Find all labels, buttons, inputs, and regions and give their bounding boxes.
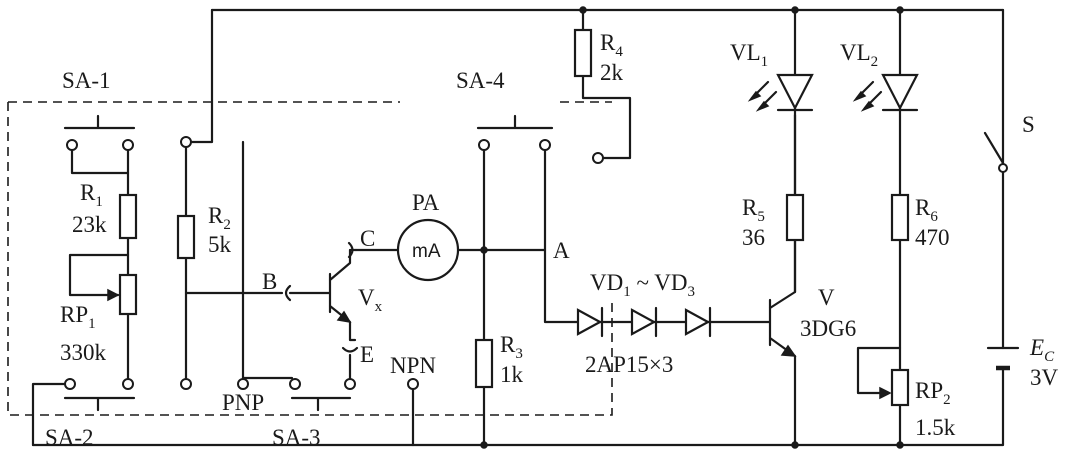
label-node-a: A <box>553 238 570 263</box>
label-r4: R4 <box>600 30 623 60</box>
label-rp1: RP1 <box>60 302 96 332</box>
label-r6: R6 <box>915 195 938 225</box>
potentiometer-rp2 <box>879 368 910 407</box>
label-vl1: VL1 <box>730 40 768 70</box>
resistor-r2 <box>176 214 196 260</box>
label-r3: R3 <box>500 332 523 362</box>
label-battery: EC <box>1029 335 1055 365</box>
resistor-r3 <box>474 338 494 389</box>
label-pa: PA <box>412 190 440 215</box>
value-r1: 23k <box>72 212 107 237</box>
value-r5: 36 <box>742 225 765 250</box>
label-npn: NPN <box>390 353 436 378</box>
label-diode-range: VD1 ~ VD3 <box>590 270 695 300</box>
wiring <box>31 6 1005 449</box>
label-v: V <box>818 285 835 310</box>
label-sa3: SA-3 <box>272 425 321 450</box>
label-sa4: SA-4 <box>456 68 505 93</box>
resistor-r1 <box>118 193 138 240</box>
label-r1: R1 <box>80 180 103 210</box>
resistor-r6 <box>890 193 910 242</box>
label-r5: R5 <box>742 195 765 225</box>
label-vx: Vx <box>358 285 383 315</box>
switch-sa3[interactable] <box>237 378 356 412</box>
value-r6: 470 <box>915 225 950 250</box>
label-ma: mA <box>412 241 441 262</box>
switch-group-outline <box>7 101 613 416</box>
value-rp1: 330k <box>60 340 107 365</box>
value-r3: 1k <box>500 362 524 387</box>
v-emitter-arrow <box>780 344 797 357</box>
label-vl2: VL2 <box>840 40 878 70</box>
label-s: S <box>1022 112 1035 137</box>
switch-sa4[interactable] <box>407 114 604 390</box>
switch-sa1[interactable] <box>63 114 192 151</box>
label-diode-part: 2AP15×3 <box>585 352 673 377</box>
value-r4: 2k <box>600 60 624 85</box>
led-vl2 <box>852 73 919 112</box>
resistor-r5 <box>785 193 805 242</box>
switch-s[interactable] <box>998 163 1008 173</box>
value-battery: 3V <box>1030 365 1059 390</box>
ammeter-pa <box>396 218 460 282</box>
label-terminal-b: B <box>262 269 277 294</box>
value-rp2: 1.5k <box>915 415 956 440</box>
label-rp2: RP2 <box>915 378 951 408</box>
terminal-e-hook <box>341 346 359 353</box>
label-terminal-c: C <box>360 226 375 251</box>
value-r2: 5k <box>208 232 232 257</box>
terminal-c-hook <box>347 241 354 259</box>
resistor-r4 <box>573 28 593 78</box>
label-pnp: PNP <box>222 390 264 415</box>
switch-sa2[interactable] <box>63 378 192 412</box>
terminal-b-hook <box>284 284 292 302</box>
led-vl1 <box>747 73 814 112</box>
label-v-model: 3DG6 <box>800 316 856 341</box>
label-sa1: SA-1 <box>62 68 111 93</box>
label-r2: R2 <box>208 203 231 233</box>
diode-chain <box>576 306 712 338</box>
label-terminal-e: E <box>360 342 374 367</box>
potentiometer-rp1 <box>107 273 138 316</box>
battery-ec <box>986 346 1020 371</box>
label-sa2: SA-2 <box>45 425 94 450</box>
vx-emitter-arrow <box>336 310 352 324</box>
